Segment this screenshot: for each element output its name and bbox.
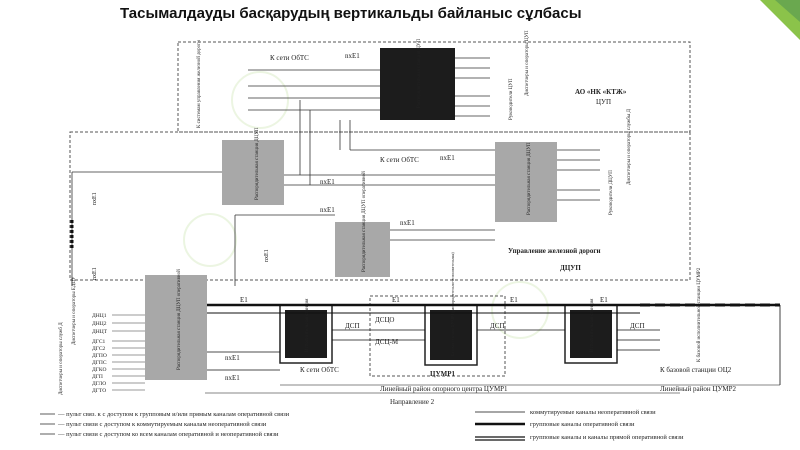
tsup-dispetchery-label: Диспетчеры и операторы ЦУП bbox=[525, 30, 530, 96]
dcup-station-box bbox=[222, 140, 284, 205]
legend-item-3: — пульт связи с доступом ко всем каналам… bbox=[57, 431, 279, 438]
top-station-box bbox=[380, 48, 455, 120]
code-item: ДГП bbox=[92, 374, 103, 380]
nxe1-mid-b: nxE1 bbox=[320, 178, 335, 186]
dsts-m-label: ДСЦ-М bbox=[375, 338, 399, 346]
e1-label-b: E1 bbox=[392, 296, 400, 304]
napravlenie-label: Направление 2 bbox=[390, 398, 435, 406]
e1-label-d: E1 bbox=[600, 296, 608, 304]
tsup-rukovoditeli-label: Руководители ЦУП bbox=[509, 78, 514, 120]
exec-right-label: Исполнительная станция bbox=[590, 298, 595, 352]
nxe1-mid-d: nxE1 bbox=[400, 219, 415, 227]
code-item: ДНЦ1 bbox=[92, 313, 107, 319]
dtsup-region bbox=[69, 131, 691, 281]
ao-ktzh-label: АО «НК «КТЖ» bbox=[575, 88, 627, 96]
nxe1-bottom-a: nxE1 bbox=[225, 354, 240, 362]
dsp-left: ДСП bbox=[345, 322, 360, 330]
nxe1-vert-a: nxE1 bbox=[92, 192, 98, 205]
code-item: ДНЦ2 bbox=[92, 321, 107, 327]
dsp-right: ДСП bbox=[630, 322, 645, 330]
code-item: ДГТО bbox=[92, 388, 106, 394]
lineyny-rayon-1: Линейный район опорного центра ЦУМР1 bbox=[380, 385, 508, 393]
nxe1-vert-b: nxE1 bbox=[92, 267, 98, 280]
upravlenie-zd-label: Управление железной дороги bbox=[508, 247, 601, 255]
mid-station-box bbox=[335, 222, 390, 277]
legend-item-2: — пульт связи с доступом к коммутируемым… bbox=[57, 421, 267, 428]
k-sistemam-label: К системам управления железной дороги bbox=[197, 40, 202, 128]
tsumr-region bbox=[369, 295, 506, 377]
lineyny-rayon-2: Линейный район ЦУМР2 bbox=[660, 385, 737, 393]
code-item: ДГС1 bbox=[92, 339, 106, 345]
legend-item-4: коммутируемые каналы неоперативной связи bbox=[530, 409, 656, 416]
k-bazovoy-label: К базовой станции ОЦ2 bbox=[660, 366, 732, 374]
tsumr1-label: ЦУМР1 bbox=[430, 370, 455, 378]
k-seti-obts-top: К сети ОбТС bbox=[270, 54, 309, 62]
corner-decoration bbox=[760, 0, 800, 40]
legend-item-1: — пульт связ. к с доступом к групповым и… bbox=[57, 411, 290, 418]
e1-label-c: E1 bbox=[510, 296, 518, 304]
ops-station-label: Распорядительная станция ДЦУП bbox=[527, 142, 532, 215]
main-station-label: Распорядительная станция ДЦУП оперативно… bbox=[362, 171, 367, 272]
nxe1-mid-c: nxE1 bbox=[320, 206, 335, 214]
ops-station-box bbox=[495, 142, 557, 222]
dtsup-label: ДЦУП bbox=[560, 264, 581, 272]
k-bazovoy-vert-label: К базовой исполнительной станции ЦУМР2 bbox=[697, 267, 702, 362]
e1-label-a: E1 bbox=[240, 296, 248, 304]
dtsup-rukovoditeli-label: Руководители ДЦУП bbox=[609, 170, 614, 215]
tsup-label: ЦУП bbox=[596, 98, 611, 106]
dsp-center: ДСП bbox=[490, 322, 505, 330]
nxe1-vert-c: nxE1 bbox=[264, 249, 270, 262]
exec-left-label: Исполнительная станция bbox=[305, 298, 310, 352]
k-seti-obts-mid: К сети ОбТС bbox=[380, 156, 419, 164]
slide-title: Тасымалдауды басқарудың вертикальды байл… bbox=[120, 5, 582, 22]
left-main-station-box bbox=[145, 275, 207, 380]
code-item: ДГКО bbox=[92, 367, 106, 373]
nxe1-bottom-b: nxE1 bbox=[225, 374, 240, 382]
code-item: ДГПС bbox=[92, 360, 107, 366]
code-item: ДГЛО bbox=[92, 381, 106, 387]
dispetchery-left-label: Диспетчеры и операторы ЕДЦУ bbox=[72, 276, 77, 345]
legend-item-6: групповые каналы и каналы прямой операти… bbox=[530, 434, 684, 441]
dispetchery-left2-label: Диспетчеры и операторы служб Д bbox=[59, 322, 64, 395]
legend-item-5: групповые каналы оперативной связи bbox=[530, 421, 635, 428]
dtsup-dispetchery-label: Диспетчеры и операторы службы Д bbox=[627, 108, 632, 185]
nxe1-mid-a: nxE1 bbox=[440, 154, 455, 162]
k-seti-obts-bottom: К сети ОбТС bbox=[300, 366, 339, 374]
code-item: ДГПО bbox=[92, 353, 107, 359]
legend bbox=[40, 411, 525, 441]
tsup-region bbox=[177, 41, 691, 133]
nxe1-top-label: nxE1 bbox=[345, 52, 360, 60]
top-station-label: Распорядительная станция ЦУП bbox=[417, 39, 422, 108]
code-item: ДНЦТ bbox=[92, 329, 108, 335]
main-left-station-label: Распорядительная станция ДЦУП оперативно… bbox=[177, 269, 182, 370]
dsto-label: ДСЦО bbox=[375, 316, 394, 324]
code-item: ДГС2 bbox=[92, 346, 106, 352]
left-codes: ДНЦ1 ДНЦ2 ДНЦТ ДГС1 ДГС2 ДГПО ДГПС ДГКО … bbox=[92, 313, 108, 394]
watermark bbox=[183, 71, 549, 339]
dcup-station-label: Распорядительная станция ДЦУП bbox=[255, 127, 260, 200]
